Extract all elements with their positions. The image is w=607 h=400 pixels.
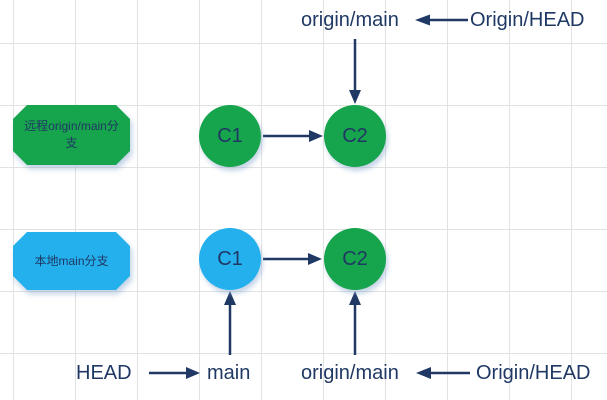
label-head-bottom[interactable]: HEAD <box>76 362 132 384</box>
remote-commit-c1-label: C1 <box>217 124 243 147</box>
arrow-originmain-down-to-remote-c2[interactable] <box>349 39 361 104</box>
label-main-bottom[interactable]: main <box>207 362 251 384</box>
arrow-local-c1-to-c2[interactable] <box>263 253 322 265</box>
label-origin-head-bottom[interactable]: Origin/HEAD <box>476 362 591 384</box>
local-commit-c1[interactable]: C1 <box>199 228 261 290</box>
local-commit-c1-label: C1 <box>217 247 243 270</box>
arrow-originmain-up-to-local-c2[interactable] <box>349 291 361 355</box>
remote-branch-legend[interactable]: 远程origin/main分支 <box>13 105 130 165</box>
arrow-originhead-to-originmain-bottom[interactable] <box>416 367 470 379</box>
remote-commit-c2[interactable]: C2 <box>324 105 386 167</box>
label-origin-head-top[interactable]: Origin/HEAD <box>470 9 585 31</box>
local-branch-legend[interactable]: 本地main分支 <box>13 232 130 290</box>
remote-commit-c2-label: C2 <box>342 124 368 147</box>
remote-branch-legend-label: 远程origin/main分支 <box>13 105 130 165</box>
arrow-main-up-to-local-c1[interactable] <box>224 291 236 355</box>
label-remote-ref-top[interactable]: origin/main <box>301 9 399 31</box>
local-commit-c2-label: C2 <box>342 247 368 270</box>
local-branch-legend-label: 本地main分支 <box>13 232 130 290</box>
label-remote-ref-bottom[interactable]: origin/main <box>301 362 399 384</box>
arrow-originhead-to-originmain-top[interactable] <box>415 14 468 26</box>
local-commit-c2[interactable]: C2 <box>324 228 386 290</box>
arrow-remote-c1-to-c2[interactable] <box>263 130 323 142</box>
arrow-head-to-main[interactable] <box>149 367 200 379</box>
remote-commit-c1[interactable]: C1 <box>199 105 261 167</box>
